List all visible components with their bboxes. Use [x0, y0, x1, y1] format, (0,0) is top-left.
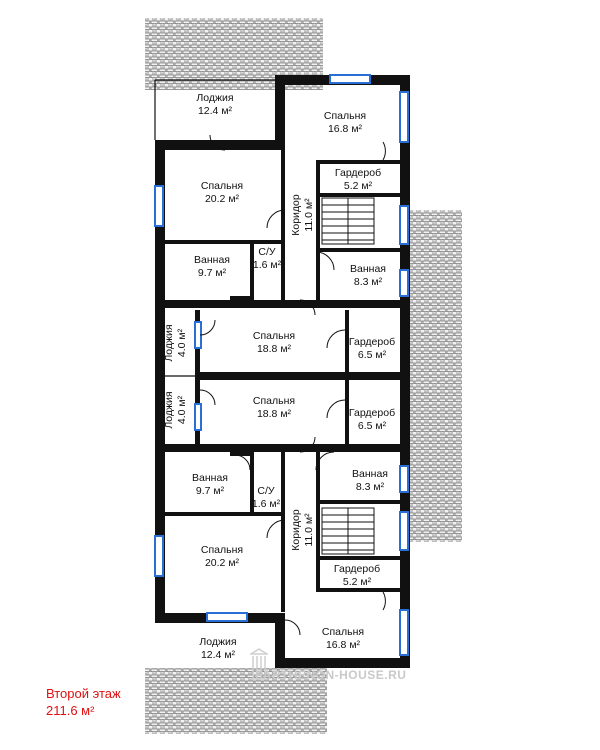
stairs-top — [321, 197, 375, 245]
floor-area: 211.6 м² — [46, 703, 95, 718]
windows — [154, 74, 409, 656]
watermark-text: PARTHENON-HOUSE.RU — [255, 668, 407, 682]
loggia-top-walls — [154, 79, 277, 140]
floor-info: Второй этаж 211.6 м² — [46, 685, 121, 719]
watermark-logo-icon — [250, 648, 268, 680]
stairs-bottom — [321, 507, 375, 555]
middle-loggias — [157, 310, 198, 442]
fixtures — [230, 296, 252, 456]
floor-name: Второй этаж — [46, 686, 121, 701]
roof-right — [408, 210, 462, 542]
roof-bottom — [145, 668, 327, 734]
